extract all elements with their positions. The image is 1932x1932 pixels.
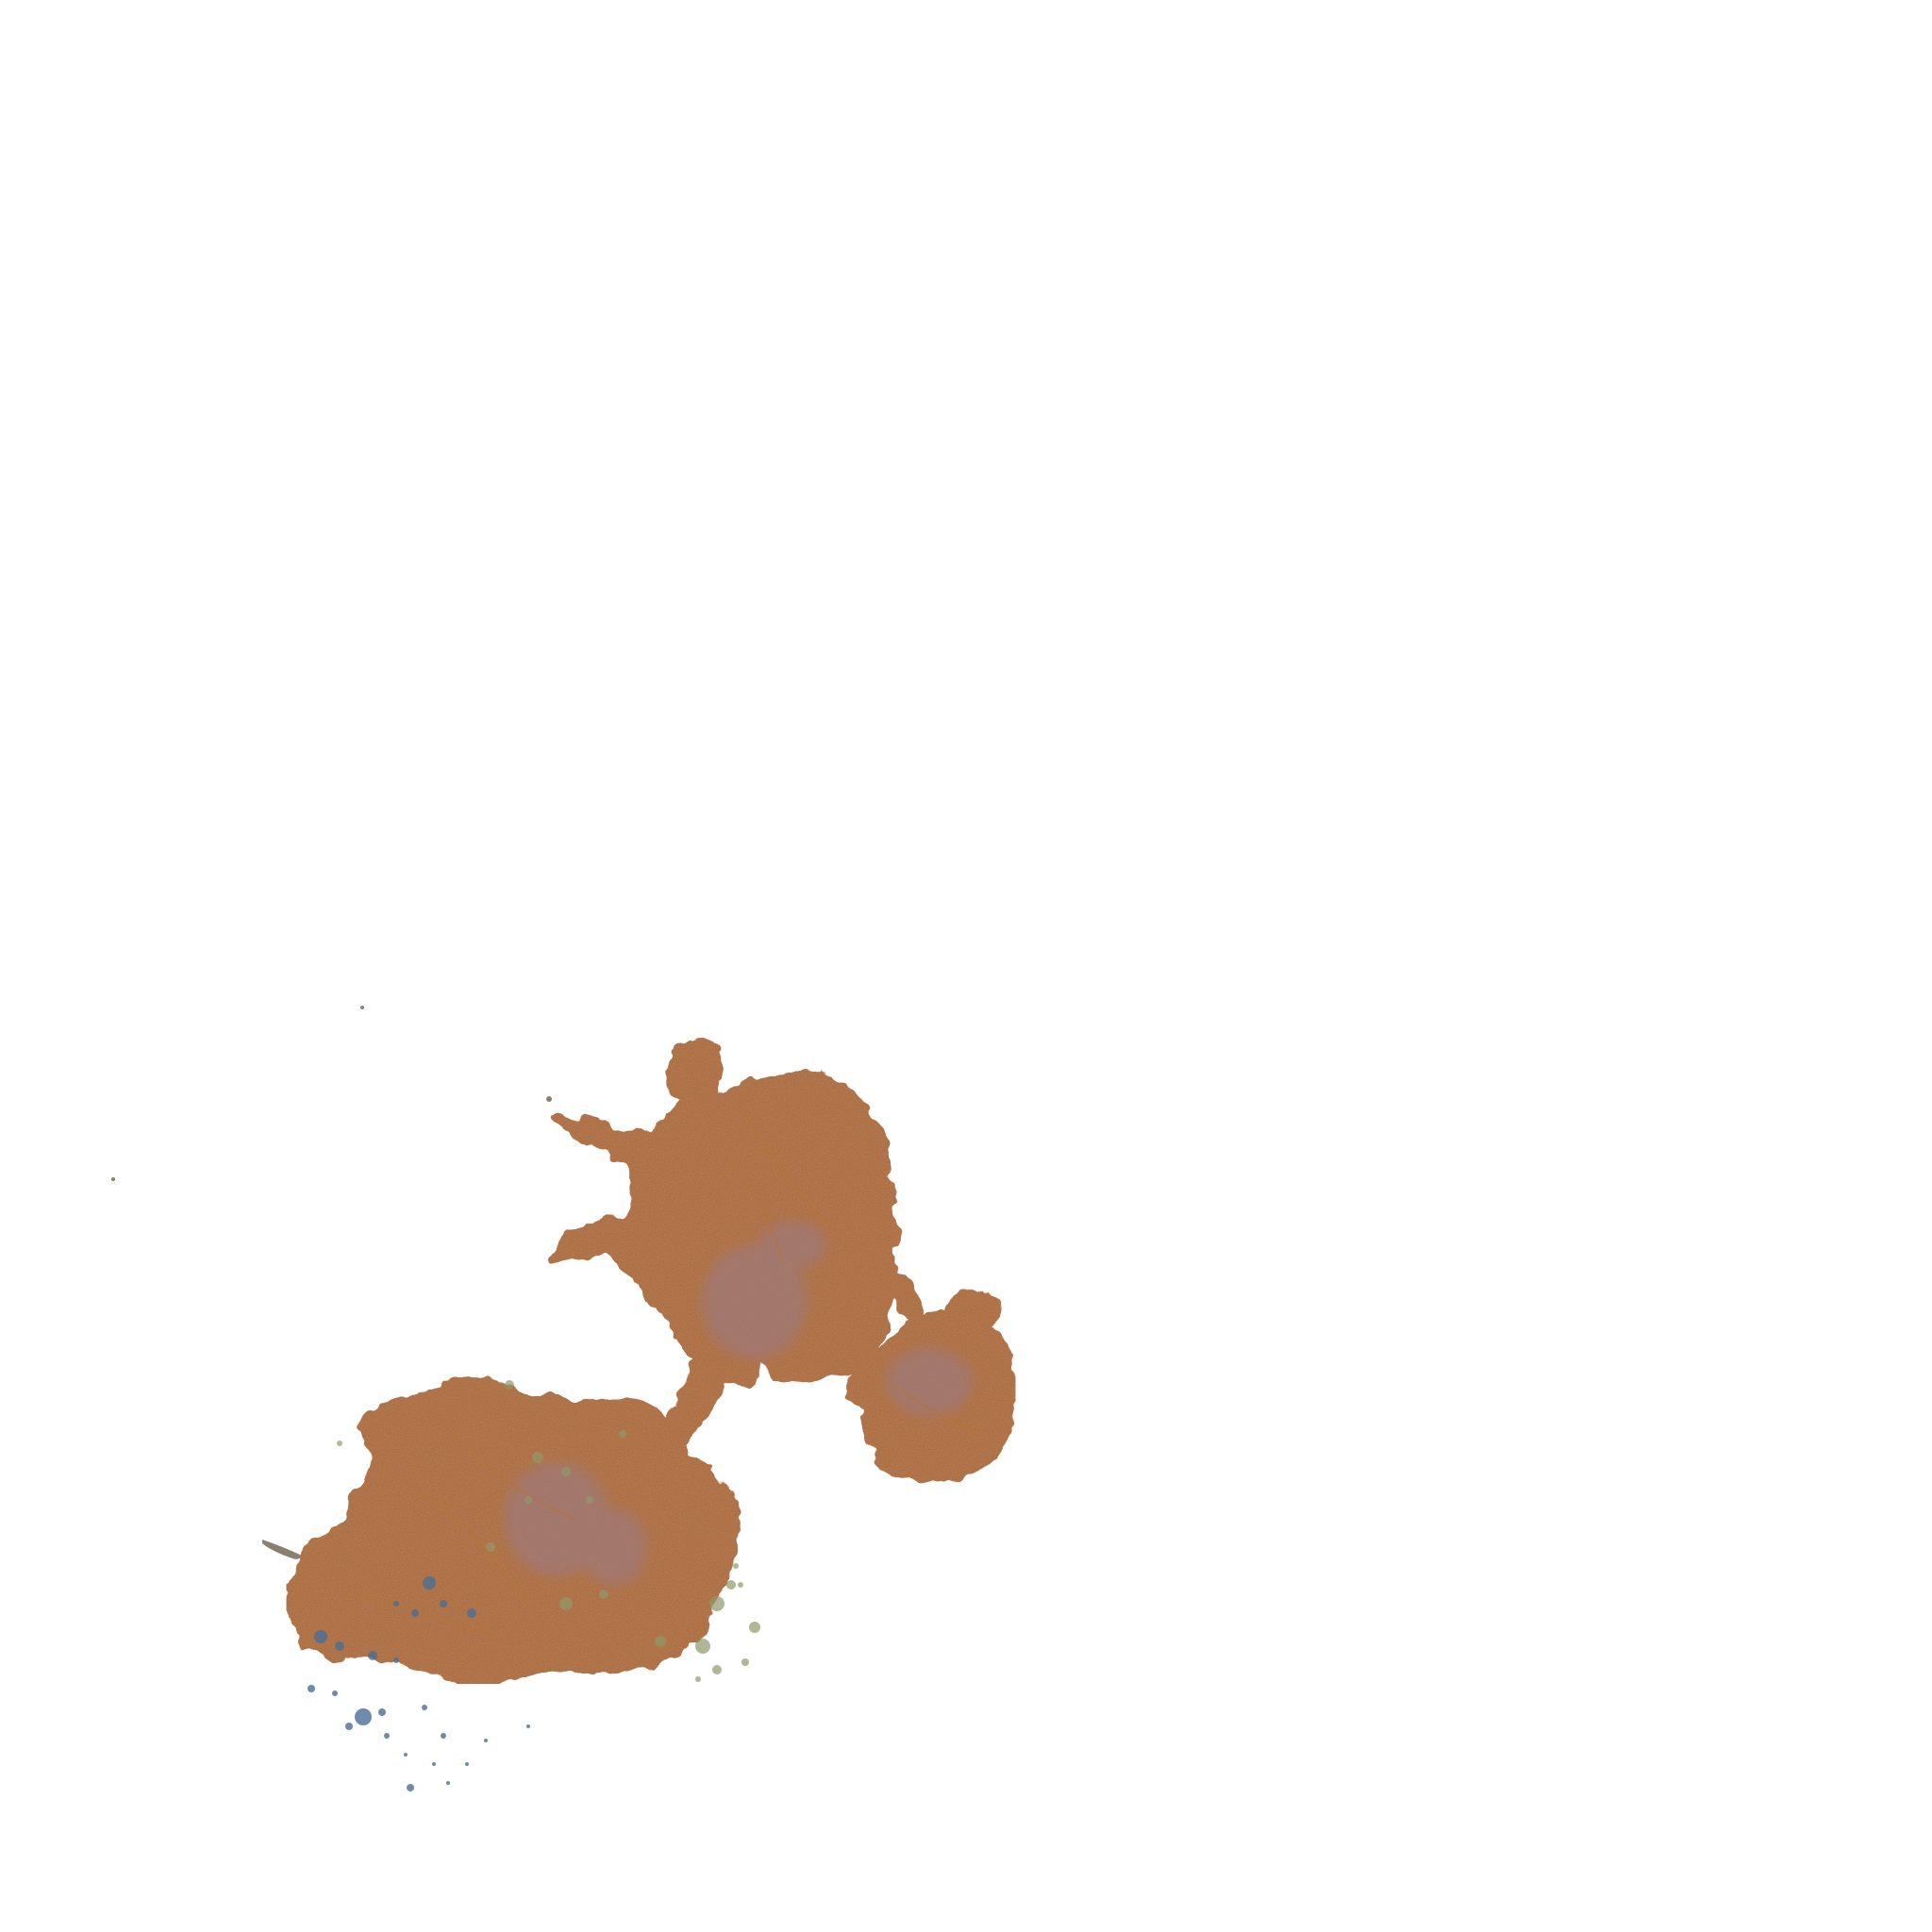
- brush-streaks: [339, 1112, 982, 1642]
- lavender-patch-upper-2: [759, 1222, 825, 1269]
- lavender-patch-right: [887, 1349, 972, 1415]
- olive-speckles: [337, 1380, 760, 1682]
- paint-drip: [666, 1340, 725, 1449]
- gray-dash-mark: [262, 1540, 301, 1559]
- blue-speckles: [308, 1576, 530, 1791]
- lavender-patch-upper: [703, 1245, 807, 1358]
- paint-trail: [840, 1226, 932, 1337]
- lavender-patch-lower-2: [580, 1509, 646, 1585]
- tint-patches: [505, 1222, 972, 1585]
- stray-marks: [111, 1006, 552, 1559]
- lower-paint-flap: [358, 1394, 415, 1443]
